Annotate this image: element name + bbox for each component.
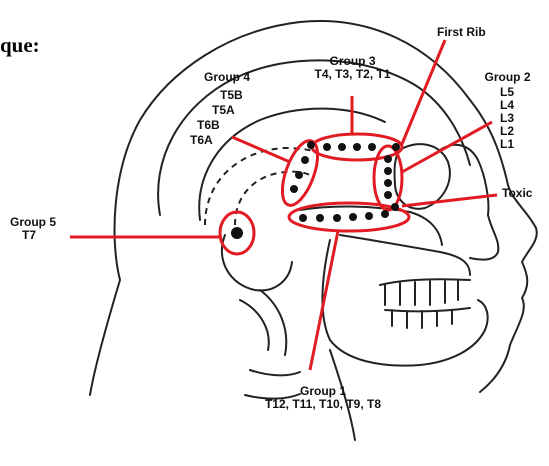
mastoid bbox=[222, 235, 292, 290]
group4-point-t6a: T6A bbox=[190, 134, 213, 147]
point-group4-1 bbox=[307, 141, 315, 149]
point-group1-4 bbox=[349, 213, 357, 221]
point-group2-4 bbox=[384, 191, 392, 199]
point-group2-1 bbox=[384, 155, 392, 163]
point-group3-1 bbox=[323, 143, 331, 151]
label-group5: Group 5 T7 bbox=[10, 216, 56, 242]
group2-point-l1: L1 bbox=[500, 138, 514, 151]
point-group1-2 bbox=[316, 214, 324, 222]
point-group4-2 bbox=[301, 156, 309, 164]
point-group2-3 bbox=[384, 179, 392, 187]
label-first-rib: First Rib bbox=[437, 26, 486, 39]
group4-point-t6b: T6B bbox=[197, 119, 220, 132]
leader-group1 bbox=[310, 231, 338, 370]
point-group5-t7 bbox=[231, 227, 243, 239]
leader-group4 bbox=[232, 137, 290, 162]
label-group4: Group 4 bbox=[170, 71, 250, 84]
lower-teeth bbox=[385, 308, 470, 328]
point-group4-3 bbox=[295, 171, 303, 179]
group3-points: T4, T3, T2, T1 bbox=[300, 68, 405, 81]
point-group1-6 bbox=[381, 210, 389, 218]
group4-point-t5a: T5A bbox=[212, 104, 235, 117]
point-toxic bbox=[391, 203, 399, 211]
group4-title: Group 4 bbox=[170, 71, 250, 84]
label-toxic: Toxic bbox=[502, 187, 532, 200]
nasal-bone bbox=[470, 215, 498, 260]
label-group2: Group 2 bbox=[480, 71, 535, 84]
brow-ridge bbox=[440, 145, 488, 215]
point-group3-3 bbox=[353, 143, 361, 151]
leader-first-rib bbox=[402, 40, 445, 144]
point-group1-5 bbox=[365, 212, 373, 220]
group5-points: T7 bbox=[10, 229, 56, 242]
label-group1: Group 1 T12, T11, T10, T9, T8 bbox=[253, 385, 393, 411]
point-group2-2 bbox=[384, 167, 392, 175]
leader-toxic bbox=[402, 195, 497, 206]
maxilla bbox=[340, 235, 470, 275]
point-group4-4 bbox=[290, 185, 298, 193]
group4-point-t5b: T5B bbox=[220, 89, 243, 102]
point-first-rib bbox=[392, 143, 400, 151]
group1-points: T12, T11, T10, T9, T8 bbox=[253, 398, 393, 411]
point-group1-1 bbox=[299, 214, 307, 222]
point-group1-3 bbox=[333, 214, 341, 222]
group2-points: L5 L4 L3 L2 L1 bbox=[500, 86, 514, 151]
upper-teeth bbox=[380, 279, 470, 305]
mandible bbox=[322, 240, 487, 366]
group2-title: Group 2 bbox=[480, 71, 535, 84]
cervical-spine bbox=[240, 290, 300, 399]
label-group3: Group 3 T4, T3, T2, T1 bbox=[300, 55, 405, 81]
point-group3-4 bbox=[368, 143, 376, 151]
header-fragment: que: bbox=[0, 33, 40, 58]
point-group3-2 bbox=[338, 143, 346, 151]
leader-group2 bbox=[402, 122, 492, 172]
